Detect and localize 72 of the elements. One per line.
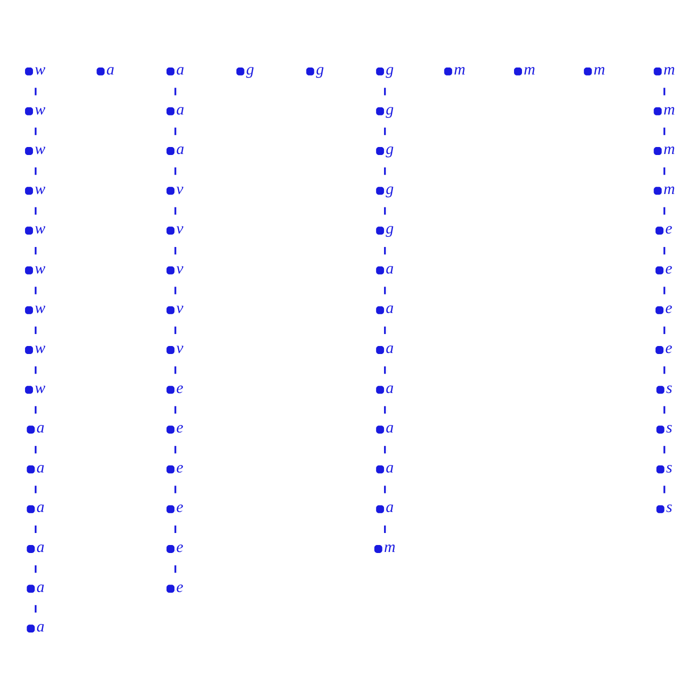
connector xyxy=(384,406,386,414)
node-label: e xyxy=(176,499,184,516)
node-label: a xyxy=(36,459,44,476)
node-label: g xyxy=(386,61,394,78)
node-label: a xyxy=(106,61,114,78)
node-label: v xyxy=(176,260,184,278)
connector xyxy=(384,486,386,494)
node-label: g xyxy=(386,220,394,238)
node-label: w xyxy=(34,260,46,278)
connector xyxy=(384,88,386,96)
node-label: w xyxy=(34,180,46,198)
node-label: g xyxy=(386,101,394,118)
node-label: a xyxy=(386,420,394,437)
node-label: m xyxy=(663,141,675,158)
connector xyxy=(384,167,386,175)
node-label: a xyxy=(386,380,394,397)
node-label: a xyxy=(36,538,44,556)
node-label: a xyxy=(36,618,44,636)
node-label: v xyxy=(176,300,184,318)
node-label: w xyxy=(34,101,46,118)
node-label: a xyxy=(386,300,394,318)
node-label: a xyxy=(36,578,44,596)
node-label: s xyxy=(666,499,672,516)
node-label: a xyxy=(36,420,44,437)
node-label: e xyxy=(176,380,184,397)
node-label: m xyxy=(454,61,466,78)
node-label: a xyxy=(176,141,184,158)
node-label: w xyxy=(34,220,46,238)
node-label: g xyxy=(386,180,394,198)
node-label: m xyxy=(524,61,536,78)
node-label: e xyxy=(176,459,184,476)
node-label: e xyxy=(665,340,672,358)
node-label: s xyxy=(666,380,672,397)
node-label: w xyxy=(34,61,46,78)
node-label: m xyxy=(663,61,675,78)
node-label: g xyxy=(386,141,394,158)
node-label: m xyxy=(594,61,606,78)
connector xyxy=(384,286,386,294)
node-label: m xyxy=(663,180,675,198)
connector xyxy=(384,366,386,374)
connector xyxy=(384,246,386,254)
node-label: e xyxy=(665,220,672,238)
node-label: m xyxy=(663,101,675,118)
node-label: m xyxy=(384,538,396,556)
node-label: g xyxy=(316,61,324,78)
connector xyxy=(384,326,386,334)
node-label: w xyxy=(34,380,46,397)
node-label: a xyxy=(36,499,44,516)
node-label: a xyxy=(176,61,184,78)
node-label: a xyxy=(386,260,394,278)
node-label: e xyxy=(176,538,184,556)
node-label: e xyxy=(176,578,184,596)
connector xyxy=(384,128,386,136)
node-label: s xyxy=(666,459,672,476)
node-label: a xyxy=(386,499,394,516)
node-label: a xyxy=(386,459,394,476)
node-label: e xyxy=(665,260,672,278)
node-label: w xyxy=(34,141,46,158)
node-label: w xyxy=(34,340,46,358)
connector xyxy=(384,526,386,533)
node-label: s xyxy=(666,420,672,437)
node-label: v xyxy=(176,340,184,358)
node-label: g xyxy=(246,61,254,78)
node-label: a xyxy=(386,340,394,358)
node-label: v xyxy=(176,180,184,198)
node-label: w xyxy=(34,300,46,318)
connector xyxy=(384,446,386,454)
node-label: e xyxy=(665,300,672,318)
node-label: a xyxy=(176,101,184,118)
connector xyxy=(384,207,386,215)
node-label: e xyxy=(176,420,184,437)
node-label: v xyxy=(176,220,184,238)
